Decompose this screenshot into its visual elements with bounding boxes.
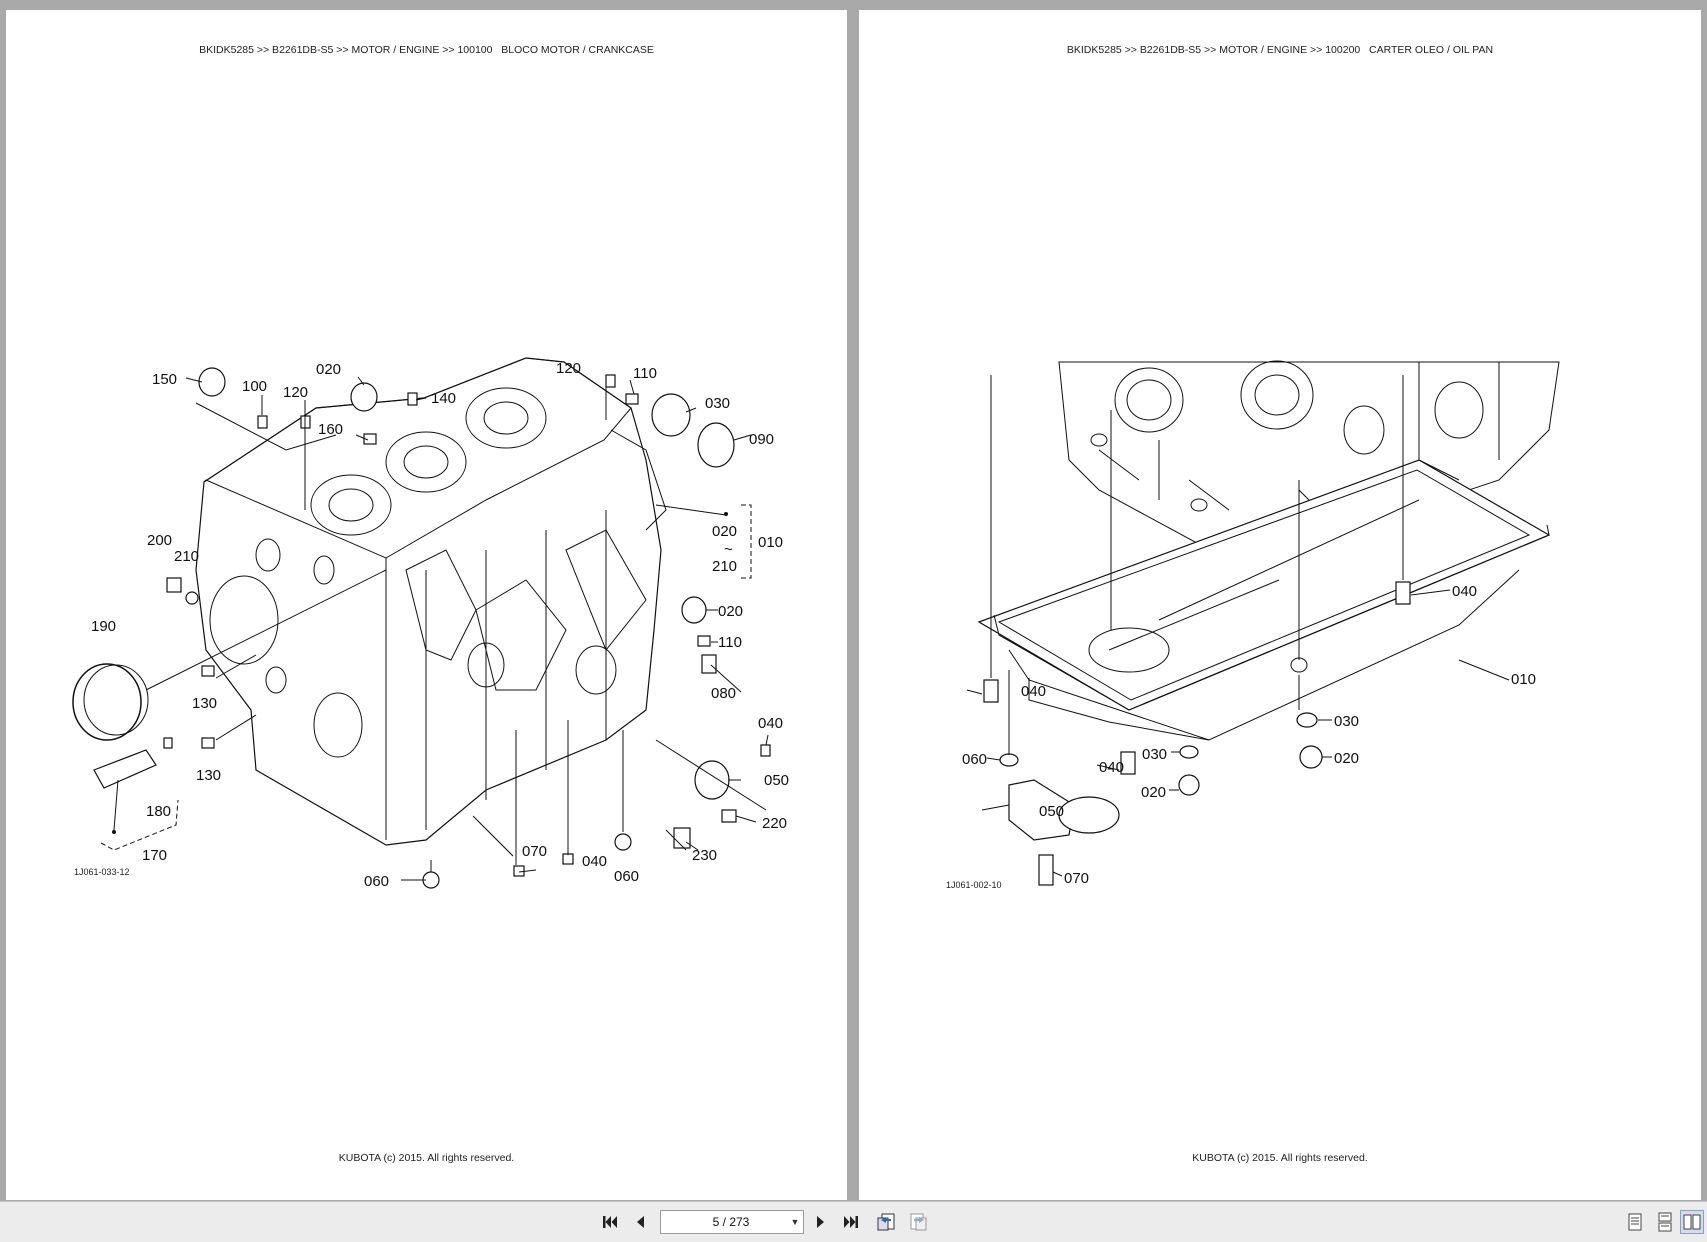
callout-label: 040 — [1021, 683, 1046, 700]
callout-label: 060 — [364, 873, 389, 890]
callout-label: 020 — [316, 361, 341, 378]
callout-label: 220 — [762, 815, 787, 832]
callout-label: 040 — [1452, 583, 1477, 600]
callout-label: 110 — [633, 365, 657, 382]
crankcase-diagram: 150 100 020 120 140 120 110 030 160 090 … — [72, 357, 789, 890]
callout-label: 010 — [1511, 671, 1536, 688]
figure-code: 1J061-002-10 — [946, 880, 1002, 890]
chevron-down-icon: ▼ — [790, 1217, 800, 1227]
callout-label: 040 — [1099, 759, 1124, 776]
single-page-view-button[interactable] — [1622, 1210, 1648, 1234]
callout-label: 040 — [582, 853, 607, 870]
callout-label: 040 — [758, 715, 783, 732]
callout-label: 130 — [192, 695, 217, 712]
callout-label: 140 — [431, 390, 456, 407]
go-back-button[interactable] — [873, 1210, 899, 1234]
go-back-icon — [877, 1213, 895, 1231]
next-page-button[interactable] — [808, 1210, 834, 1234]
continuous-view-button[interactable] — [1652, 1210, 1678, 1234]
callout-label: 210 — [174, 548, 199, 565]
crankcase-leader-lines — [100, 375, 769, 881]
callout-label: 060 — [962, 751, 987, 768]
first-page-button[interactable] — [597, 1210, 623, 1234]
page-number-value: 5 / 273 — [712, 1215, 750, 1229]
go-forward-icon — [910, 1213, 927, 1231]
callout-label: 110 — [718, 634, 742, 651]
prev-page-button[interactable] — [627, 1210, 653, 1234]
callout-label: 190 — [91, 618, 116, 635]
callout-label: 100 — [242, 378, 267, 395]
callout-label: 020 — [1334, 750, 1359, 767]
crankcase-parts — [72, 367, 771, 889]
callout-label: 170 — [142, 847, 167, 864]
callout-label: 230 — [692, 847, 717, 864]
callout-label: 150 — [152, 371, 177, 388]
oil-pan-diagram: 040 040 010 060 030 040 030 020 050 020 … — [962, 360, 1560, 887]
page-header: BKIDK5285 >> B2261DB-S5 >> MOTOR / ENGIN… — [199, 44, 654, 56]
callout-label: 070 — [1064, 870, 1089, 887]
callout-label: 210 — [712, 558, 737, 575]
callout-label: 030 — [1334, 713, 1359, 730]
last-page-icon — [844, 1216, 858, 1228]
document-page-left: BKIDK5285 >> B2261DB-S5 >> MOTOR / ENGIN… — [6, 10, 847, 1200]
callout-label: 020 — [1141, 784, 1166, 801]
oil-pan-drawing — [977, 459, 1551, 886]
first-page-icon — [603, 1216, 617, 1228]
callout-label: 020 — [718, 603, 743, 620]
callout-label: 090 — [749, 431, 774, 448]
callout-label: ~ — [724, 541, 733, 558]
callout-label: 070 — [522, 843, 547, 860]
page-footer: KUBOTA (c) 2015. All rights reserved. — [338, 1152, 515, 1164]
callout-label: 010 — [758, 534, 783, 551]
two-page-view-button[interactable] — [1680, 1210, 1704, 1234]
callout-label: 050 — [1039, 803, 1064, 820]
callout-label: 120 — [283, 384, 308, 401]
figure-code: 1J061-033-12 — [74, 867, 130, 877]
callout-label: 060 — [614, 868, 639, 885]
single-page-view-icon — [1628, 1213, 1642, 1231]
oil-pan-callouts: 040 040 010 060 030 040 030 020 050 020 … — [962, 583, 1536, 887]
callout-label: 180 — [146, 803, 171, 820]
callout-label: 120 — [556, 360, 581, 377]
callout-label: 050 — [764, 772, 789, 789]
prev-page-icon — [637, 1216, 644, 1228]
callout-label: 160 — [318, 421, 343, 438]
two-page-view-icon — [1683, 1214, 1701, 1230]
callout-label: 020 — [712, 523, 737, 540]
oil-pan-leader-lines — [966, 375, 1510, 877]
crankcase-callouts: 150 100 020 120 140 120 110 030 160 090 … — [91, 360, 789, 890]
go-forward-button[interactable] — [906, 1210, 932, 1234]
viewer-toolbar: 5 / 273 ▼ — [0, 1201, 1707, 1242]
callout-label: 130 — [196, 767, 221, 784]
callout-label: 200 — [147, 532, 172, 549]
page-header: BKIDK5285 >> B2261DB-S5 >> MOTOR / ENGIN… — [1066, 44, 1494, 56]
callout-label: 030 — [705, 395, 730, 412]
document-page-right: BKIDK5285 >> B2261DB-S5 >> MOTOR / ENGIN… — [859, 10, 1701, 1200]
page-number-select[interactable]: 5 / 273 ▼ — [660, 1210, 804, 1234]
callout-label: 030 — [1142, 746, 1167, 763]
crankcase-block-drawing — [195, 357, 667, 846]
last-page-button[interactable] — [838, 1210, 864, 1234]
continuous-view-icon — [1658, 1212, 1672, 1232]
page-footer: KUBOTA (c) 2015. All rights reserved. — [1192, 1152, 1368, 1164]
next-page-icon — [817, 1216, 824, 1228]
callout-label: 080 — [711, 685, 736, 702]
